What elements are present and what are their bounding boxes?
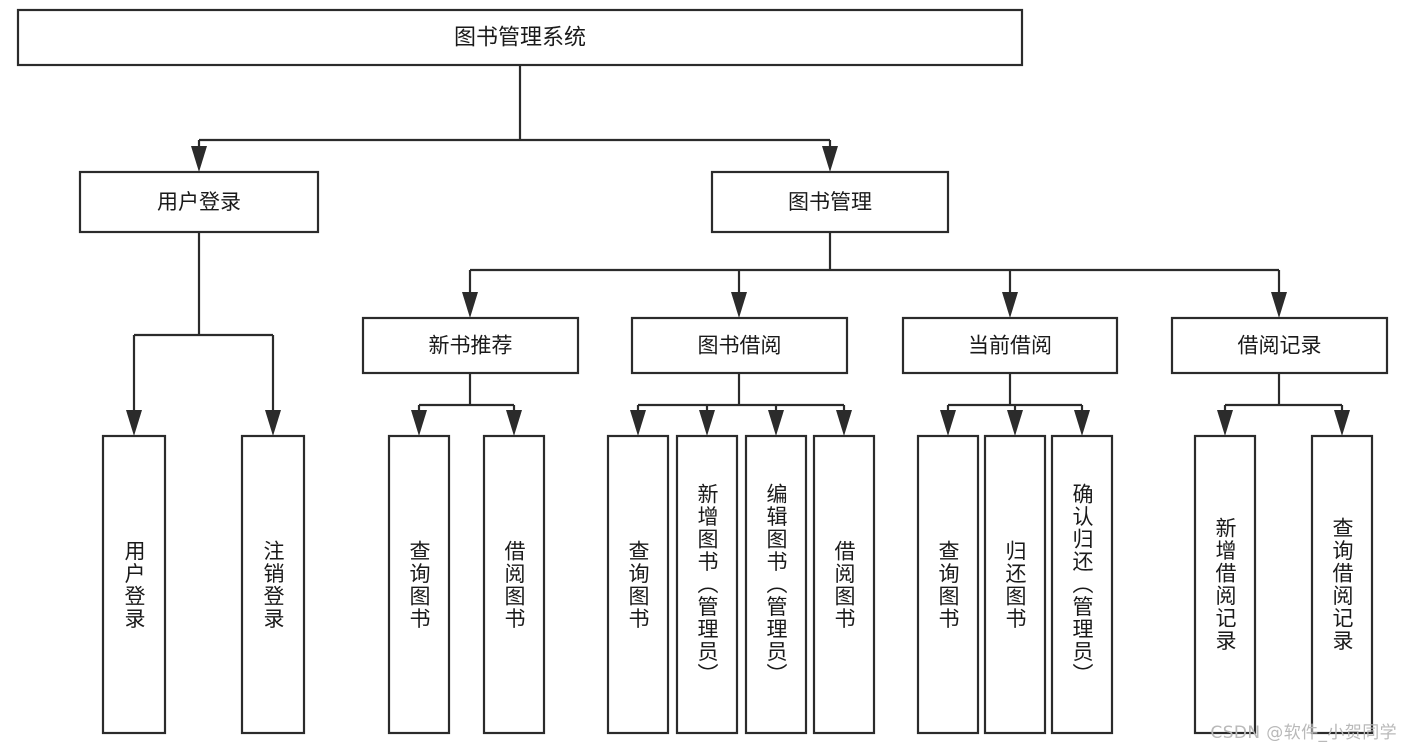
node-level2-图书管理[interactable] (710, 170, 950, 234)
node-leaf-9-归还图书[interactable] (983, 434, 1047, 735)
arrow-head-l3-3-0 (1217, 410, 1233, 436)
arrow-head-userlogin-1 (265, 410, 281, 436)
node-level3-label-当前借阅: 当前借阅 (968, 334, 1052, 358)
connectors-layer (126, 65, 1350, 436)
node-level2-用户登录[interactable] (78, 170, 320, 234)
arrow-head-l3-1-1 (699, 410, 715, 436)
node-level3-借阅记录[interactable] (1170, 316, 1389, 375)
node-level3-当前借阅[interactable] (901, 316, 1119, 375)
node-level3-label-图书借阅: 图书借阅 (698, 334, 782, 358)
node-leaf-10-确认归还管理员[interactable] (1050, 434, 1114, 735)
arrow-head-bookmgmt-1 (731, 292, 747, 318)
arrow-head-l3-0-1 (506, 410, 522, 436)
node-leaf-12-查询借阅记录[interactable] (1310, 434, 1374, 735)
csdn-watermark: CSDN @软件_小贺同学 (1210, 723, 1397, 743)
arrow-head-l3-3-1 (1334, 410, 1350, 436)
node-level3-label-新书推荐: 新书推荐 (429, 334, 513, 358)
node-level3-新书推荐[interactable] (361, 316, 580, 375)
arrow-head-l3-1-2 (768, 410, 784, 436)
arrow-head-bookmgmt-2 (1002, 292, 1018, 318)
arrow-head-userlogin-0 (126, 410, 142, 436)
node-leaf-3-借阅图书[interactable] (482, 434, 546, 735)
node-leaf-11-新增借阅记录[interactable] (1193, 434, 1257, 735)
node-level2-label-用户登录: 用户登录 (157, 190, 241, 214)
arrow-head-bookmgmt-3 (1271, 292, 1287, 318)
node-leaf-8-查询图书[interactable] (916, 434, 980, 735)
arrow-head-l3-1-3 (836, 410, 852, 436)
arrow-head-l3-1-0 (630, 410, 646, 436)
node-level3-图书借阅[interactable] (630, 316, 849, 375)
node-leaf-2-查询图书[interactable] (387, 434, 451, 735)
node-leaf-7-借阅图书[interactable] (812, 434, 876, 735)
node-leaf-1-注销登录[interactable] (240, 434, 306, 735)
boxes-layer (16, 8, 1389, 735)
node-leaf-4-查询图书[interactable] (606, 434, 670, 735)
node-leaf-5-新增图书管理员[interactable] (675, 434, 739, 735)
node-leaf-0-用户登录[interactable] (101, 434, 167, 735)
node-root-图书管理系统[interactable] (16, 8, 1024, 67)
arrow-head-l3-2-0 (940, 410, 956, 436)
node-level2-label-图书管理: 图书管理 (788, 190, 872, 214)
arrow-head-bookmgmt-0 (462, 292, 478, 318)
node-root-label: 图书管理系统 (454, 26, 586, 51)
arrow-head-l3-2-1 (1007, 410, 1023, 436)
node-leaf-6-编辑图书管理员[interactable] (744, 434, 808, 735)
arrow-head-root-1 (822, 146, 838, 172)
arrow-head-l3-0-0 (411, 410, 427, 436)
arrow-head-l3-2-2 (1074, 410, 1090, 436)
node-level3-label-借阅记录: 借阅记录 (1238, 334, 1322, 358)
arrow-head-root-0 (191, 146, 207, 172)
